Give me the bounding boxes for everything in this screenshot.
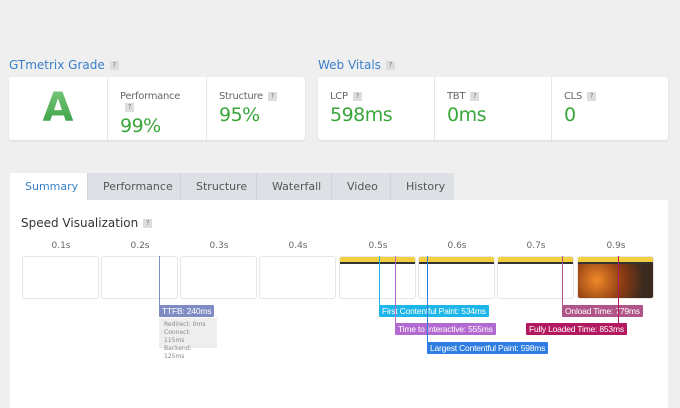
lcp-cell: LCP? 598ms <box>318 77 434 140</box>
time-label: 0.1s <box>51 241 71 251</box>
hero-image-thumb <box>578 264 653 298</box>
page-header-thumb <box>419 257 494 264</box>
lcp-label: LCP <box>330 91 348 102</box>
ttfb-details: Redirect: 0ms Connect: 115ms Backend: 12… <box>159 318 217 360</box>
summary-panel <box>10 200 668 408</box>
help-icon[interactable]: ? <box>267 91 277 101</box>
filmstrip-frame[interactable] <box>577 256 654 299</box>
time-label: 0.3s <box>209 241 229 251</box>
filmstrip-frame[interactable] <box>339 256 416 299</box>
fully-loaded-marker-line <box>618 256 619 324</box>
page-header-thumb <box>578 257 653 264</box>
time-label: 0.2s <box>130 241 150 251</box>
lcp-value: 598ms <box>330 104 393 126</box>
ttfb-marker: TTFB: 240ms <box>159 305 215 317</box>
help-icon[interactable]: ? <box>109 61 119 70</box>
ttfb-marker-line <box>159 256 160 306</box>
time-label: 0.6s <box>447 241 467 251</box>
title-text: Web Vitals <box>318 58 381 72</box>
filmstrip-frame[interactable] <box>259 256 336 299</box>
tab-waterfall[interactable]: Waterfall <box>256 173 331 200</box>
title-text: Speed Visualization <box>21 216 139 230</box>
tab-history[interactable]: History <box>390 173 454 200</box>
tti-marker: Time to Interactive: 555ms <box>395 323 496 335</box>
performance-cell: Performance? 99% <box>107 77 206 140</box>
structure-value: 95% <box>219 104 260 126</box>
backend-time: Backend: 125ms <box>164 345 192 360</box>
cls-value: 0 <box>564 104 576 126</box>
performance-label: Performance <box>120 91 181 102</box>
gtmetrix-grade-title: GTmetrix Grade? <box>9 58 119 72</box>
fcp-marker-line <box>379 256 380 306</box>
grade-card: A Performance? 99% Structure? 95% <box>9 77 305 140</box>
tbt-cell: TBT? 0ms <box>434 77 551 140</box>
speed-visualization-title: Speed Visualization? <box>21 216 153 230</box>
lcp-marker-line <box>427 256 428 343</box>
lcp-marker: Largest Contentful Paint: 598ms <box>427 342 549 354</box>
web-vitals-title: Web Vitals? <box>318 58 395 72</box>
help-icon[interactable]: ? <box>385 61 395 70</box>
filmstrip-frame[interactable] <box>418 256 495 299</box>
time-label: 0.9s <box>606 241 626 251</box>
tab-video[interactable]: Video <box>331 173 390 200</box>
filmstrip-frame[interactable] <box>497 256 574 299</box>
time-label: 0.4s <box>288 241 308 251</box>
tab-performance[interactable]: Performance <box>87 173 180 200</box>
filmstrip-frame[interactable] <box>101 256 178 299</box>
time-label: 0.7s <box>526 241 546 251</box>
vitals-card: LCP? 598ms TBT? 0ms CLS? 0 <box>318 77 668 140</box>
page-header-thumb <box>498 257 573 264</box>
grade-letter: A <box>9 77 107 131</box>
tab-summary[interactable]: Summary <box>10 173 87 200</box>
help-icon[interactable]: ? <box>352 91 362 101</box>
cls-label: CLS <box>564 91 583 102</box>
tbt-label: TBT <box>447 91 466 102</box>
filmstrip-frame[interactable] <box>22 256 99 299</box>
help-icon[interactable]: ? <box>470 91 480 101</box>
fully-loaded-marker: Fully Loaded Time: 853ms <box>526 323 627 335</box>
help-icon[interactable]: ? <box>143 219 153 228</box>
grade-cell: A <box>9 77 107 140</box>
fcp-marker: First Contentful Paint: 534ms <box>379 305 489 317</box>
help-icon[interactable]: ? <box>125 102 134 112</box>
cls-cell: CLS? 0 <box>551 77 668 140</box>
redirect-time: Redirect: 0ms <box>164 321 206 328</box>
tbt-value: 0ms <box>447 104 487 126</box>
filmstrip-frame[interactable] <box>180 256 257 299</box>
report-tabs: Summary Performance Structure Waterfall … <box>10 173 454 200</box>
structure-label: Structure <box>219 91 263 102</box>
time-label: 0.5s <box>368 241 388 251</box>
tti-marker-line <box>395 256 396 324</box>
structure-cell: Structure? 95% <box>206 77 305 140</box>
help-icon[interactable]: ? <box>587 91 597 101</box>
performance-value: 99% <box>120 115 161 137</box>
onload-marker: Onload Time: 779ms <box>562 305 643 317</box>
onload-marker-line <box>562 256 563 306</box>
connect-time: Connect: 115ms <box>164 329 191 344</box>
title-text: GTmetrix Grade <box>9 58 105 72</box>
page-header-thumb <box>340 257 415 264</box>
tab-structure[interactable]: Structure <box>180 173 256 200</box>
